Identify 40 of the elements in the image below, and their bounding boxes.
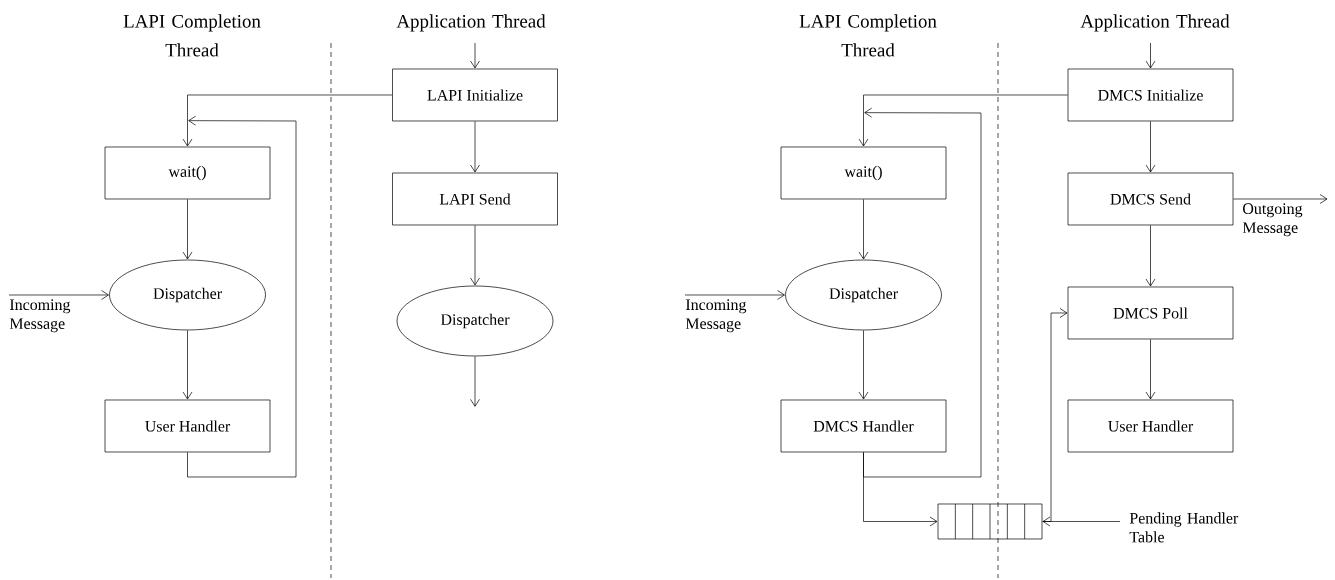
- arrow: [182, 199, 193, 260]
- column-heading: LAPI Completion Thread: [123, 14, 261, 57]
- arrow: [1042, 516, 1121, 527]
- arrow: [858, 94, 1068, 147]
- arrow: [1145, 225, 1156, 287]
- process-box: User Handler: [104, 399, 271, 453]
- process-box: DMCS Handler: [780, 399, 947, 453]
- table-label: Pending Handler Table: [1129, 512, 1239, 543]
- message-label: Incoming Message: [685, 299, 747, 333]
- process-box: wait(): [780, 146, 947, 200]
- message-label: Outgoing Message: [1242, 203, 1303, 237]
- process-box: LAPI Send: [392, 172, 558, 226]
- arrow: [470, 225, 480, 286]
- arrow: [470, 42, 480, 69]
- arrow: [863, 107, 982, 478]
- arrow: [182, 94, 393, 147]
- arrow: [1145, 339, 1156, 400]
- process-box: wait(): [104, 146, 271, 200]
- arrow: [1145, 121, 1156, 173]
- arrow: [684, 290, 785, 300]
- arrow: [182, 330, 193, 400]
- column-heading: Application Thread: [396, 14, 546, 32]
- column-heading: Application Thread: [1080, 14, 1230, 32]
- process-box: DMCS Initialize: [1067, 68, 1234, 122]
- arrow: [863, 452, 938, 527]
- process-box: DMCS Poll: [1067, 286, 1234, 340]
- arrow: [1233, 194, 1328, 204]
- column-heading: LAPI Completion Thread: [799, 14, 937, 57]
- arrow: [470, 121, 480, 173]
- arrow: [858, 330, 869, 400]
- arrow: [858, 199, 869, 260]
- arrow: [8, 290, 109, 300]
- message-label: Incoming Message: [9, 299, 71, 333]
- handler-table: [937, 503, 1043, 540]
- arrow: [187, 115, 297, 478]
- process-box: User Handler: [1067, 399, 1234, 453]
- arrow: [470, 356, 480, 407]
- process-box: DMCS Send: [1067, 172, 1234, 226]
- process-box: LAPI Initialize: [392, 68, 558, 122]
- arrow: [1145, 42, 1156, 69]
